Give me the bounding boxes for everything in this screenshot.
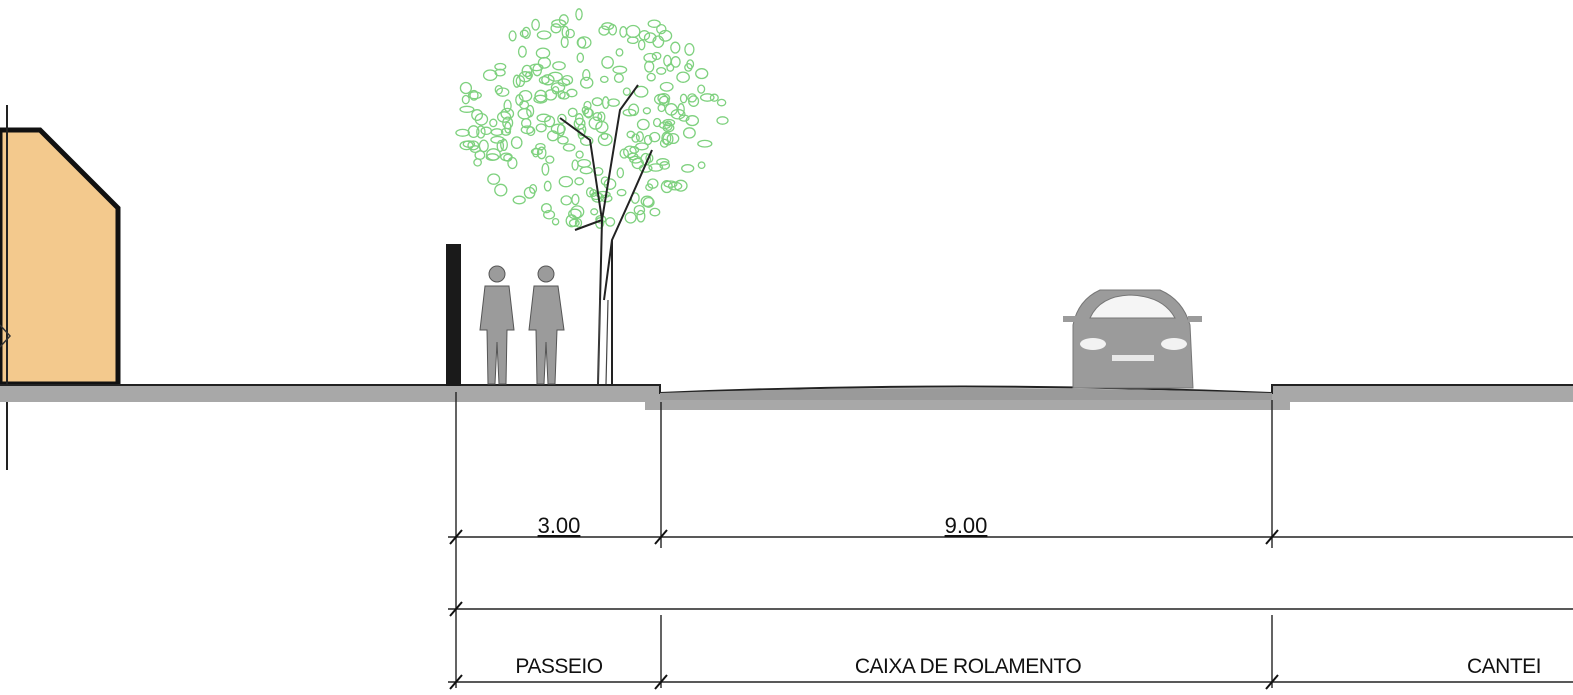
- building-icon: [0, 105, 121, 470]
- car-icon: [1063, 289, 1202, 389]
- label-caixa-de-rolamento: CAIXA DE ROLAMENTO: [855, 655, 1082, 678]
- tree-icon: [455, 8, 729, 385]
- bollard-icon: [446, 244, 461, 386]
- label-passeio: PASSEIO: [515, 655, 602, 678]
- ground-section-line: [0, 384, 1573, 410]
- pedestrian-icon: [528, 265, 565, 385]
- dimension-passeio: 3.00: [538, 513, 581, 538]
- dimension-lines: [448, 392, 1573, 690]
- pedestrian-icon: [479, 265, 515, 385]
- label-canteiro: CANTEI: [1467, 655, 1541, 678]
- dimension-caixa-de-rolamento: 9.00: [945, 513, 988, 538]
